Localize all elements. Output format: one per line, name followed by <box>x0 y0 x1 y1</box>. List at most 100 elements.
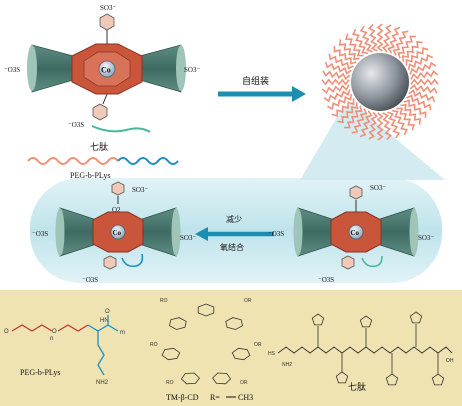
micelle-hair <box>387 111 401 139</box>
reduce-arrowhead <box>195 227 208 241</box>
imidazole-ring <box>359 315 373 328</box>
pep-nh2: NH2 <box>282 362 292 368</box>
micelle-hair <box>409 61 437 75</box>
cd-ro-1: RO <box>160 298 168 304</box>
cd-ro-2: RO <box>150 342 158 348</box>
cobalt-deoxy <box>348 224 364 240</box>
heptapeptide-top-label: 七肽 <box>90 141 108 153</box>
cyclodextrin-deoxy-right-rim <box>409 208 419 256</box>
reduce-label: 减少 <box>226 214 242 224</box>
micelle-core <box>351 53 409 111</box>
plys-o: O <box>105 309 110 315</box>
co-label: Co <box>101 66 111 75</box>
micelle-hair <box>333 46 357 65</box>
cd-glucose-unit <box>225 317 243 330</box>
cyclodextrin-right-rim <box>176 45 186 91</box>
cd-glucose-units <box>161 303 251 385</box>
imidazole-ring <box>385 373 399 386</box>
imidazole-ring <box>335 371 349 384</box>
complex-deoxy: Co SO3⁻ ⁻O3S SO3⁻ ⁻O3S <box>268 184 434 284</box>
cd-glucose-unit <box>212 372 232 385</box>
peg-wave <box>27 157 119 165</box>
so3-deoxy-right: SO3⁻ <box>418 234 434 242</box>
micelle-hair <box>344 105 363 129</box>
heptapeptide-structure: HS NH2 OH <box>268 311 454 386</box>
pep-imidazole-rings <box>311 311 445 386</box>
phenyl-top <box>99 13 115 31</box>
micelle-hair <box>401 40 423 62</box>
cyclodextrin-oxy-right-rim <box>171 208 181 256</box>
micelle-hair <box>403 99 427 118</box>
imidazole-ring <box>409 311 423 324</box>
micelle-hair <box>382 112 393 141</box>
micelle-hair <box>321 78 350 86</box>
r-group-label: R= <box>210 393 220 402</box>
micelle-hair <box>326 93 353 110</box>
phenyl-oxy-bottom <box>103 255 117 270</box>
micelle-hair <box>396 107 415 131</box>
reduction-panel <box>30 178 442 283</box>
micelle-hair <box>391 109 408 136</box>
peg-methoxy-o: O <box>4 329 9 335</box>
micelle-hair <box>345 33 364 57</box>
tm-cd-structure: RO OR RO OR RO OR <box>150 298 262 386</box>
phenyl-bottom-bond <box>102 93 108 105</box>
micelle-hair <box>407 54 434 71</box>
plys-backbone <box>87 324 119 332</box>
micelle-hair <box>337 102 359 124</box>
cobalt-oxy <box>110 224 126 240</box>
micelle-hair <box>352 28 369 55</box>
tm-cd-label: TM-β-CD <box>166 393 199 402</box>
so3-top: SO3⁻ <box>100 4 116 12</box>
phenyl-deoxy-bottom <box>341 255 355 270</box>
phenyl-bottom <box>92 103 108 121</box>
structure-panel <box>0 290 462 406</box>
micelle-hair <box>359 25 373 53</box>
so3-right: SO3⁻ <box>184 66 200 74</box>
cyclodextrin-right <box>138 44 182 93</box>
peg-o-1: O <box>52 329 57 335</box>
peptide-deoxy <box>361 255 383 268</box>
peg-chain-2 <box>57 324 89 332</box>
minus-o3s-deoxy-left: ⁻O3S <box>268 230 284 238</box>
co-oxy-label: Co <box>113 229 122 237</box>
imidazole-ring <box>431 373 445 386</box>
so3-oxy-top: SO3⁻ <box>132 186 148 194</box>
micelle-hair <box>409 83 438 94</box>
plys-hn: HN <box>100 318 109 324</box>
micelle-hair <box>392 30 409 56</box>
micelle-hair <box>322 70 351 81</box>
peg-chain-1 <box>11 324 53 332</box>
minus-o3s-bottom: ⁻O3S <box>68 121 84 129</box>
zoom-wedge <box>300 102 445 180</box>
micelle-hair <box>381 24 392 53</box>
micelle-hair <box>405 47 429 66</box>
cyclodextrin-oxy-left-rim <box>55 208 65 256</box>
cyclodextrin-deoxy-left-rim <box>293 208 303 256</box>
micelle-hair <box>406 94 432 111</box>
pep-hs: HS <box>268 351 276 357</box>
complex-oxy: Co O2 SO3⁻ ⁻O3S SO3⁻ ⁻O3S <box>32 181 196 284</box>
phenyl-deoxy-top <box>349 185 363 200</box>
peg-plys-bottom-label: PEG-b-PLys <box>20 368 60 377</box>
micelle-hair <box>376 112 384 141</box>
peg-plys-top-label: PEG-b-PLys <box>70 171 110 180</box>
cd-glucose-unit <box>197 303 215 317</box>
micelle-hair <box>331 98 355 117</box>
complex-top: Co SO3⁻ ⁻O3S SO3⁻ ⁻O3S <box>4 4 200 133</box>
micelle-hair <box>408 89 436 103</box>
micelle-hair <box>351 108 368 134</box>
cd-ro-3: RO <box>166 380 174 386</box>
micelle-hair <box>328 53 354 70</box>
micelle-corona <box>321 23 439 141</box>
co-deoxy-label: Co <box>351 229 360 237</box>
micelle-hair <box>324 61 352 75</box>
o2-label: O2 <box>112 206 121 214</box>
plys-wave <box>117 157 179 165</box>
minus-o3s-left: ⁻O3S <box>4 66 20 74</box>
imidazole-ring <box>311 313 325 326</box>
micelle-hair <box>338 39 360 61</box>
micelle-hair <box>410 69 439 80</box>
histidine-oxy <box>121 253 144 268</box>
